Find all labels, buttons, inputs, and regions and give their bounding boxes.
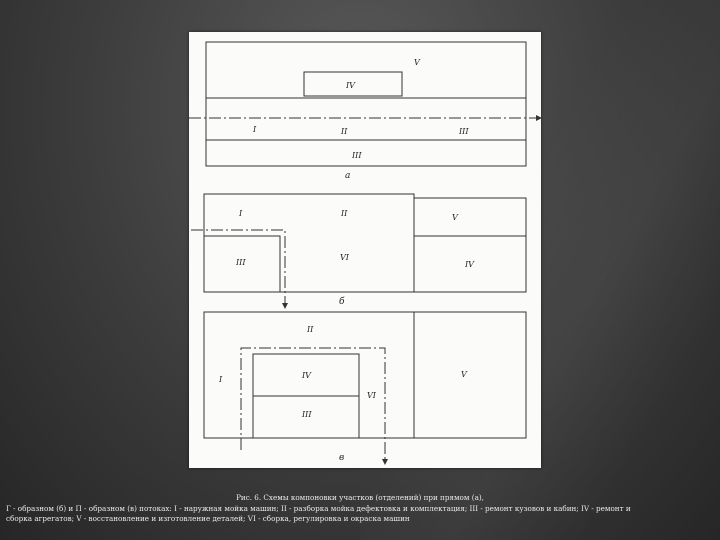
scheme-c [203,311,527,465]
scheme-a-label-bottom: III [351,151,362,160]
scheme-c-label-v: V [461,370,468,379]
scheme-b-main-area [203,193,415,293]
scheme-c-area-v [413,311,527,439]
scheme-a-label-iv: IV [345,81,356,90]
scheme-a-area-iii [205,139,527,167]
scheme-b-sublabel: б [339,296,345,307]
scheme-a-area-iv [303,71,403,97]
scheme-c-label-i: I [218,375,223,384]
scheme-c-sublabel: в [339,453,344,463]
scheme-c-label-iii: III [301,410,312,419]
scheme-b-label-iv: IV [464,260,475,269]
scheme-a-area-v [205,41,527,99]
layout-schemes-figure: V IV I II III III а I II III VI V IV б I… [189,32,541,468]
figure-caption-line-3: сборка агрегатов; V - восстановление и и… [6,514,410,523]
scheme-b-area-iii [203,235,281,293]
scheme-c-label-ii: II [306,325,314,334]
scheme-a-sublabel: а [345,171,350,181]
scheme-b-flow-arrow [191,229,288,309]
scheme-b [191,193,527,309]
scheme-b-label-ii: II [340,209,348,218]
scheme-a-label-flow-2: II [340,127,348,136]
scheme-c-flow-arrow [240,347,388,465]
scheme-a [189,41,541,167]
scheme-c-label-vi: VI [367,391,377,400]
figure-caption-line-2: Г - образном (б) и П - образном (в) пото… [6,504,631,513]
scheme-a-label-flow-3: III [458,127,469,136]
scheme-a-label-flow-1: I [252,125,257,134]
scheme-b-area-iv [413,235,527,293]
scheme-c-label-iv: IV [301,371,312,380]
layout-schemes-drawing: V IV I II III III а I II III VI V IV б I… [189,41,541,465]
figure-caption-line-1: Рис. 6. Схемы компоновки участков (отдел… [236,493,484,502]
scheme-b-label-v: V [452,213,459,222]
scheme-b-label-i: I [238,209,243,218]
scheme-a-label-v: V [414,58,421,67]
scheme-b-label-iii: III [235,258,246,267]
scheme-b-label-vi: VI [340,253,350,262]
scheme-b-area-v [413,197,527,237]
